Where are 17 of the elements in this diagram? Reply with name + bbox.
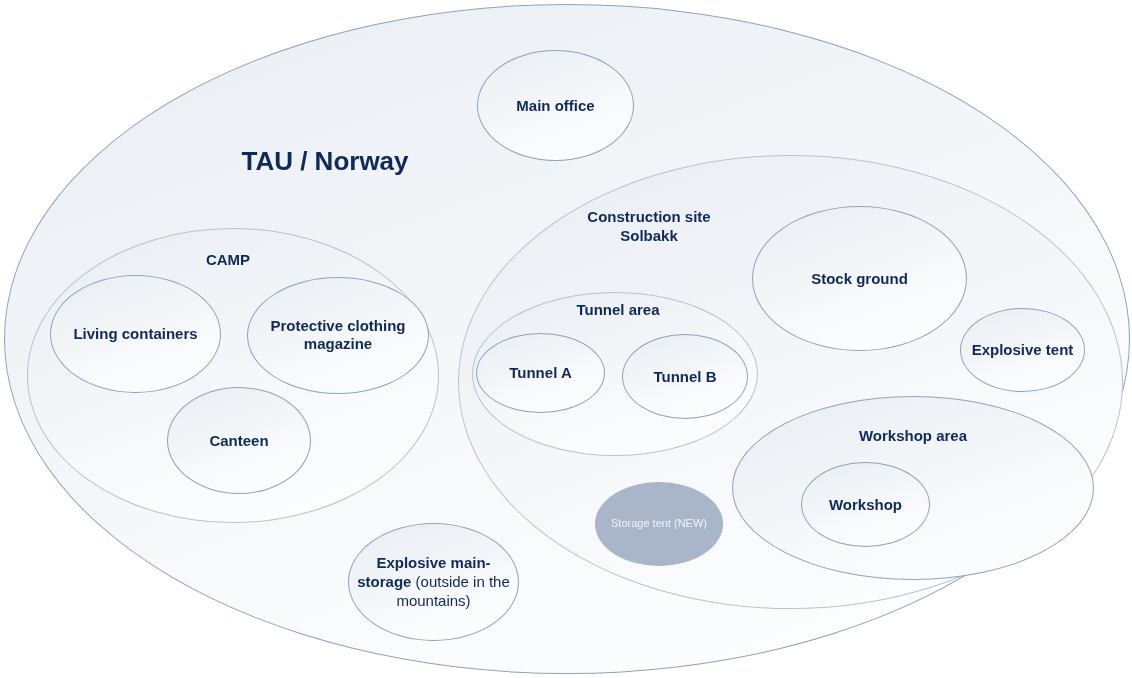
node-label: CAMP — [204, 251, 252, 270]
node-label: Construction site Solbakk — [586, 208, 712, 246]
node-label: Tunnel B — [652, 367, 718, 386]
node-label: Tunnel A — [508, 363, 573, 383]
node-label: Storage tent (NEW) — [610, 517, 708, 531]
node-label: Workshop area — [857, 427, 969, 446]
area-title: TAU / Norway — [240, 145, 410, 178]
node-label: Explosive tent — [970, 340, 1075, 360]
node-label: Protective clothing magazine — [269, 316, 407, 355]
node-label: Main office — [515, 96, 596, 115]
ellipse-node — [622, 334, 748, 419]
node-label: Stock ground — [810, 269, 909, 288]
node-label: Tunnel area — [575, 301, 661, 320]
node-label: Explosive main-storage (outside in the mountains) — [356, 553, 511, 611]
node-label: Living containers — [72, 324, 199, 344]
node-label: Workshop — [827, 495, 904, 514]
node-label: Canteen — [208, 431, 270, 450]
